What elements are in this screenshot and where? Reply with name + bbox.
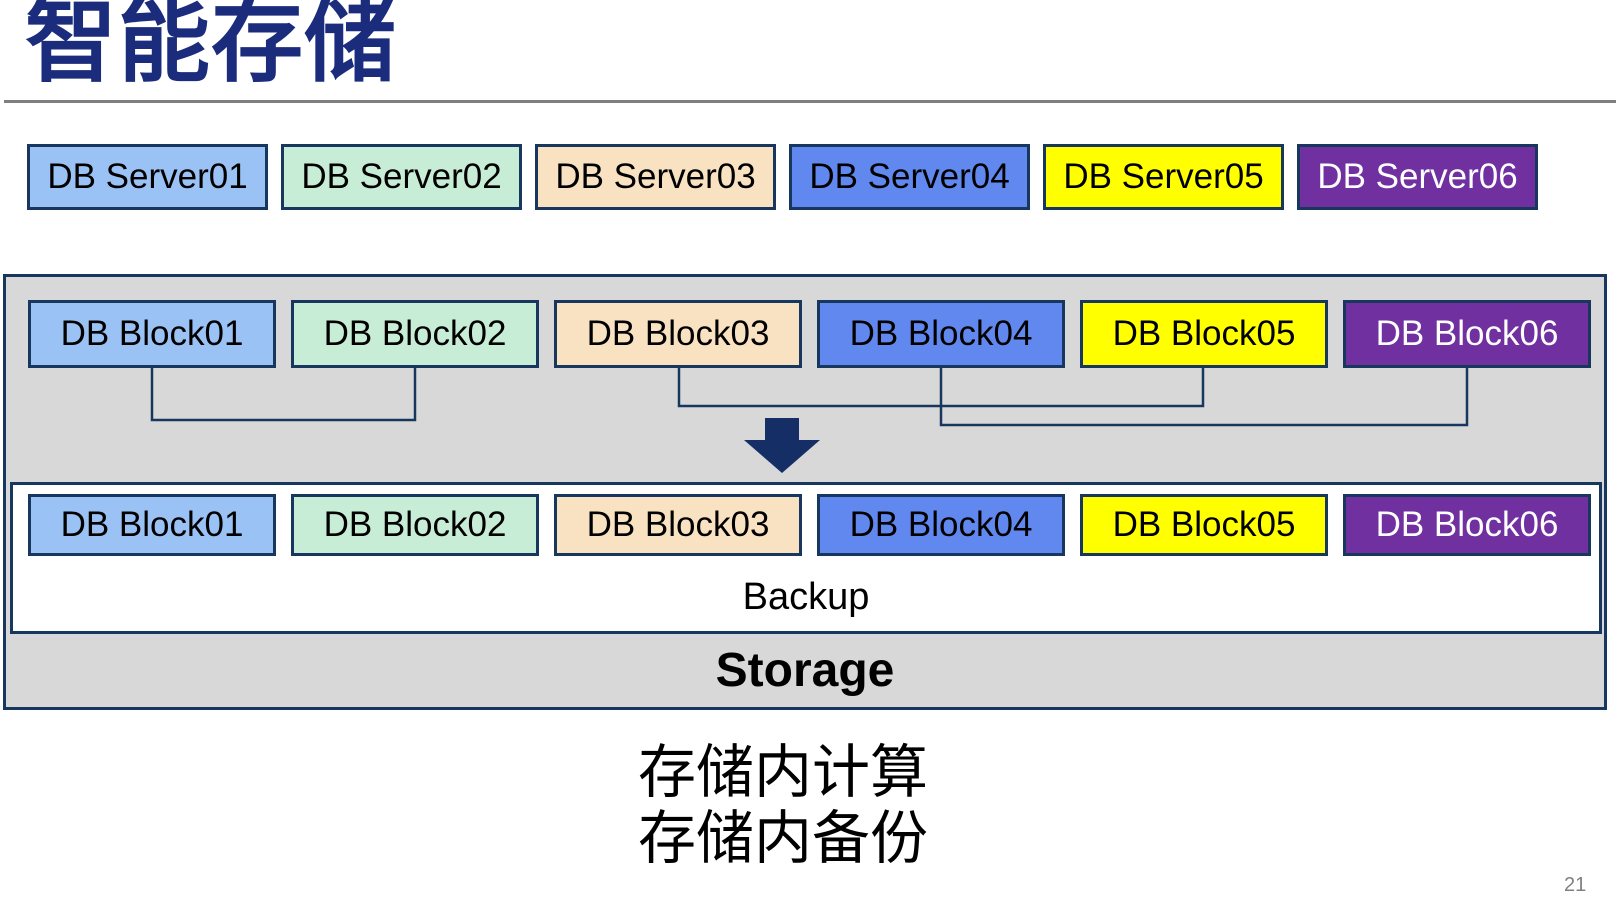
db-block-backup-1: DB Block01 (28, 494, 276, 556)
caption-line-2: 存储内备份 (637, 806, 928, 871)
caption-block: 存储内计算 存储内备份 (0, 740, 1566, 872)
connector-bracket-block4-block6 (939, 368, 1469, 427)
page-title: 智能存储 (25, 0, 398, 93)
storage-label: Storage (715, 644, 895, 697)
db-block-top-3: DB Block03 (554, 300, 802, 368)
db-block-row-top: DB Block01 DB Block02 DB Block03 DB Bloc… (28, 300, 1591, 368)
title-divider (4, 100, 1616, 103)
db-block-row-backup: DB Block01 DB Block02 DB Block03 DB Bloc… (28, 494, 1591, 556)
db-server-box-1: DB Server01 (27, 144, 268, 210)
caption-line-1: 存储内计算 (637, 740, 928, 805)
db-block-backup-4: DB Block04 (817, 494, 1065, 556)
db-server-row: DB Server01 DB Server02 DB Server03 DB S… (27, 144, 1538, 210)
db-server-box-2: DB Server02 (281, 144, 522, 210)
backup-label: Backup (742, 575, 870, 618)
db-block-top-5: DB Block05 (1080, 300, 1328, 368)
connector-bracket-block3-block5 (677, 368, 1205, 408)
db-block-backup-6: DB Block06 (1343, 494, 1591, 556)
storage-container: DB Block01 DB Block02 DB Block03 DB Bloc… (3, 274, 1607, 710)
db-block-backup-5: DB Block05 (1080, 494, 1328, 556)
db-block-backup-3: DB Block03 (554, 494, 802, 556)
db-server-box-5: DB Server05 (1043, 144, 1284, 210)
backup-box: DB Block01 DB Block02 DB Block03 DB Bloc… (10, 482, 1602, 634)
db-server-box-4: DB Server04 (789, 144, 1030, 210)
down-arrow-icon (744, 418, 820, 473)
db-block-top-2: DB Block02 (291, 300, 539, 368)
db-block-top-6: DB Block06 (1343, 300, 1591, 368)
db-block-top-1: DB Block01 (28, 300, 276, 368)
db-block-top-4: DB Block04 (817, 300, 1065, 368)
connector-bracket-block1-block2 (150, 368, 417, 422)
db-server-box-6: DB Server06 (1297, 144, 1538, 210)
db-server-box-3: DB Server03 (535, 144, 776, 210)
page-number: 21 (1564, 874, 1587, 896)
db-block-backup-2: DB Block02 (291, 494, 539, 556)
